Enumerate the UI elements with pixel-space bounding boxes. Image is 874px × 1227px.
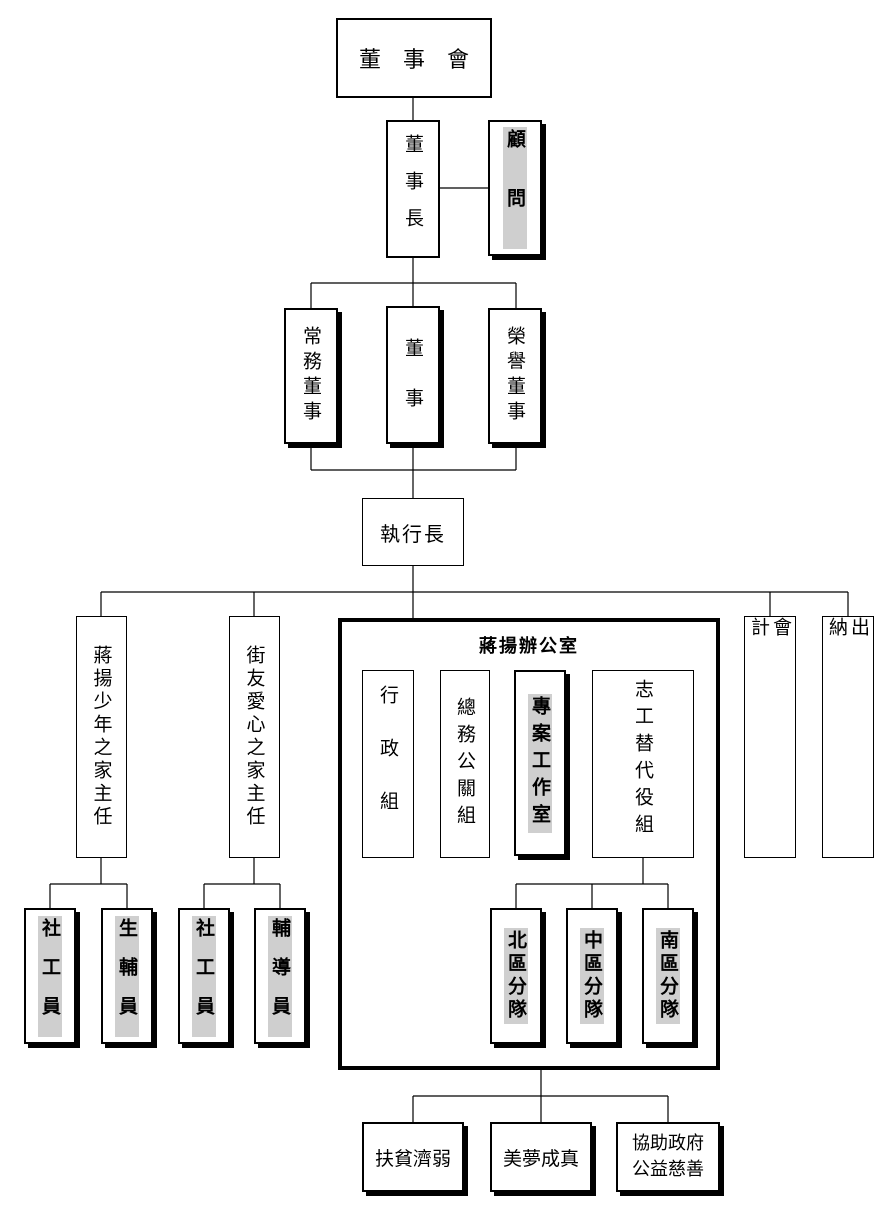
honorary-director-box: 榮譽董事	[488, 308, 542, 444]
jiangyang-office-container	[338, 618, 720, 1070]
volunteer-group-box: 志工替代役組	[592, 670, 694, 858]
project-office-label: 專案工作室	[528, 693, 552, 833]
poverty-relief-box: 扶貧濟弱	[362, 1122, 464, 1192]
social-worker-1-label: 社工員	[38, 915, 62, 1037]
central-team-box: 中區分隊	[566, 908, 618, 1044]
cashier-box: 出納	[822, 616, 874, 858]
social-worker-1-box: 社工員	[24, 908, 76, 1044]
managing-director-label: 常務董事	[300, 326, 322, 426]
chairman-label: 董事長	[402, 133, 424, 245]
jiangyang-home-director-box: 蔣揚少年之家主任	[76, 616, 127, 858]
admin-group-label: 行政組	[377, 684, 399, 844]
advisor-label: 顧問	[503, 127, 527, 249]
life-counselor-box: 生輔員	[101, 908, 153, 1044]
chairman-box: 董事長	[386, 120, 440, 258]
accounting-box: 會計	[744, 616, 796, 858]
assist-government-box: 協助政府 公益慈善	[616, 1122, 720, 1192]
life-counselor-label: 生輔員	[115, 915, 139, 1037]
managing-director-box: 常務董事	[284, 308, 338, 444]
dream-come-true-label: 美夢成真	[502, 1147, 579, 1170]
south-team-label: 南區分隊	[656, 928, 680, 1024]
honorary-director-label: 榮譽董事	[504, 326, 526, 426]
counselor-label: 輔導員	[268, 915, 292, 1037]
counselor-box: 輔導員	[254, 908, 306, 1044]
north-team-label: 北區分隊	[504, 928, 528, 1024]
accounting-label: 會計	[748, 617, 792, 796]
assist-government-label: 協助政府 公益慈善	[632, 1131, 704, 1183]
poverty-relief-label: 扶貧濟弱	[374, 1147, 451, 1170]
street-home-director-label: 街友愛心之家主任	[243, 645, 266, 829]
volunteer-group-label: 志工替代役組	[632, 679, 654, 841]
board-label: 董 事 會	[358, 48, 469, 73]
dream-come-true-box: 美夢成真	[490, 1122, 592, 1192]
admin-group-box: 行政組	[362, 670, 414, 858]
assist-government-line2: 公益慈善	[632, 1159, 704, 1180]
cashier-label: 出納	[826, 617, 870, 796]
ceo-box: 執行長	[362, 498, 464, 566]
ceo-label: 執行長	[380, 521, 446, 546]
south-team-box: 南區分隊	[642, 908, 694, 1044]
central-team-label: 中區分隊	[580, 928, 604, 1024]
office-title: 蔣揚辦公室	[479, 636, 579, 657]
board-box: 董 事 會	[336, 18, 492, 98]
advisor-box: 顧問	[488, 120, 542, 256]
social-worker-2-box: 社工員	[178, 908, 230, 1044]
north-team-box: 北區分隊	[490, 908, 542, 1044]
assist-government-line1: 協助政府	[632, 1133, 704, 1154]
general-affairs-group-label: 總務公關組	[454, 696, 476, 832]
social-worker-2-label: 社工員	[192, 915, 216, 1037]
general-affairs-group-box: 總務公關組	[440, 670, 490, 858]
director-label: 董 事	[402, 337, 424, 413]
street-home-director-box: 街友愛心之家主任	[229, 616, 280, 858]
jiangyang-home-director-label: 蔣揚少年之家主任	[90, 645, 113, 829]
project-office-box: 專案工作室	[514, 670, 566, 856]
director-box: 董 事	[386, 306, 440, 444]
